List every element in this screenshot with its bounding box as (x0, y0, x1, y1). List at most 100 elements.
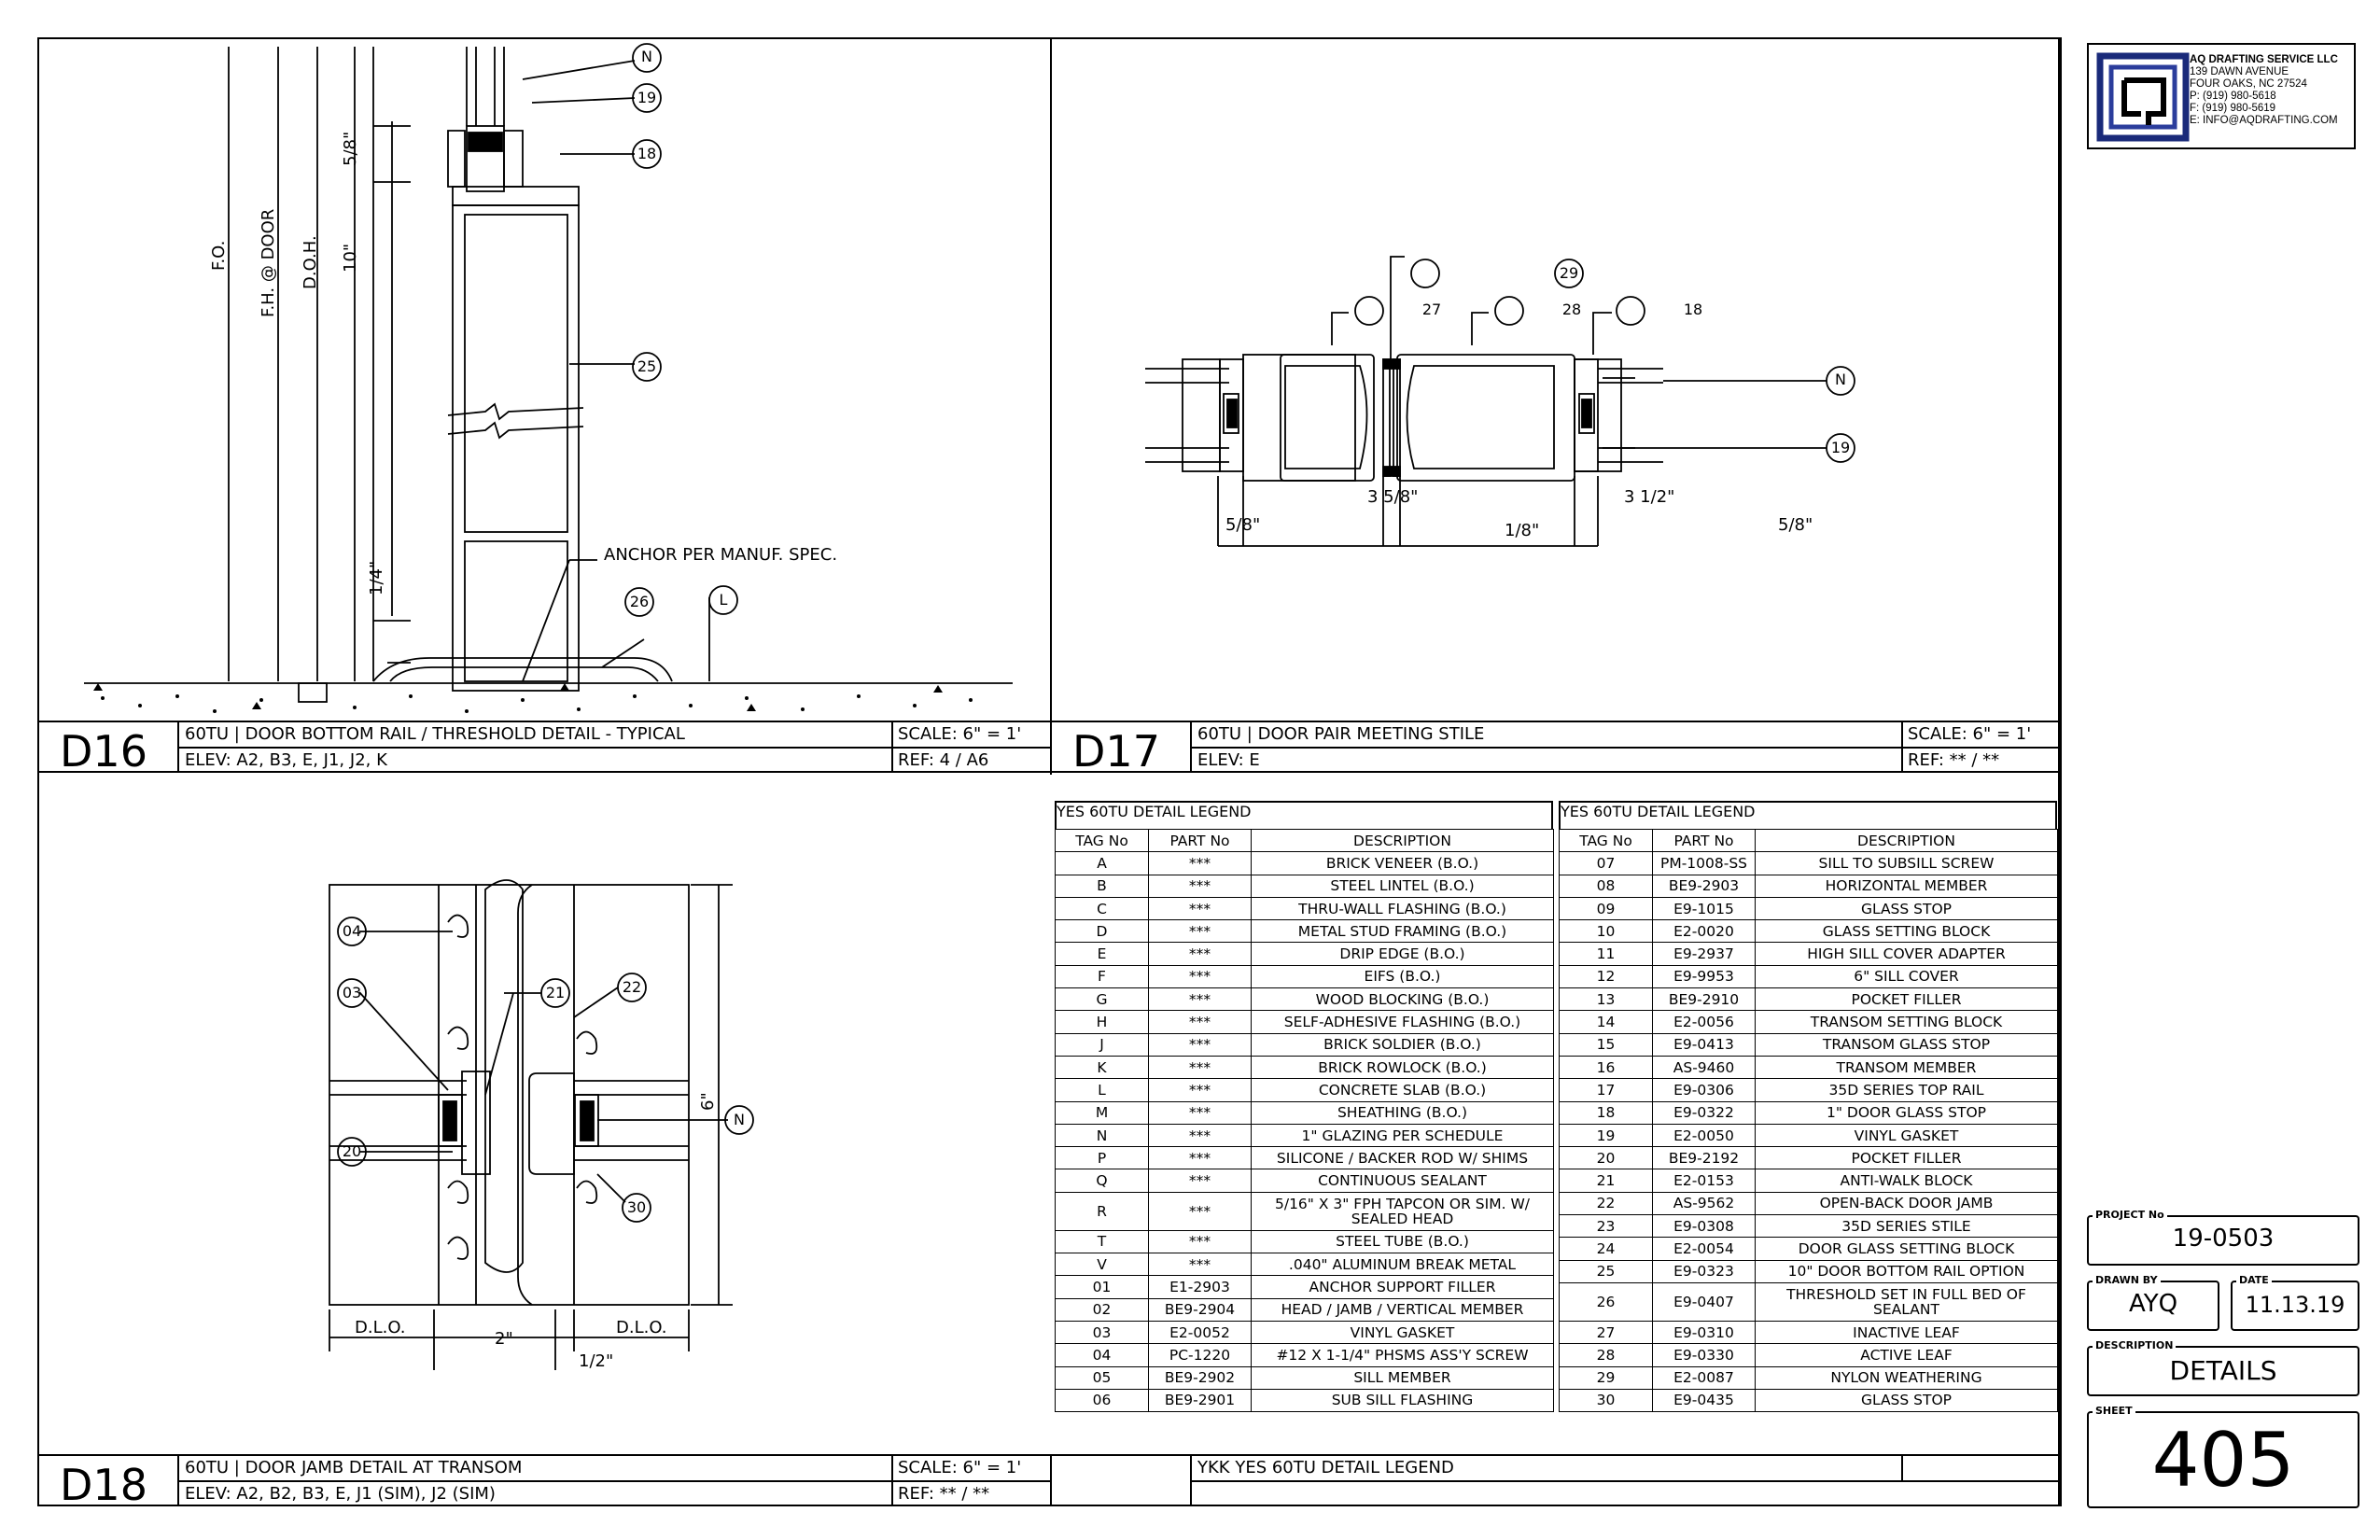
legend-desc-cell: BRICK ROWLOCK (B.O.) (1251, 1055, 1554, 1080)
legend-tag-cell: 16 (1559, 1055, 1653, 1080)
d16-dim-14: 1/4" (367, 560, 386, 595)
legend-tag-cell: 27 (1559, 1320, 1653, 1345)
d17-titlebar: D17 60TU | DOOR PAIR MEETING STILE ELEV:… (1052, 721, 2060, 777)
legend-part-cell: *** (1148, 1032, 1252, 1057)
legend-desc-cell: HIGH SILL COVER ADAPTER (1755, 942, 2058, 966)
legend-tag-cell: J (1055, 1032, 1149, 1057)
d16-dim-fh: F.H. @ DOOR (259, 208, 278, 317)
legend-row: A***BRICK VENEER (B.O.) (1055, 851, 1554, 875)
legend-desc-cell: WOOD BLOCKING (B.O.) (1251, 987, 1554, 1012)
legend-desc-cell: ANCHOR SUPPORT FILLER (1251, 1275, 1554, 1299)
d16-ref: REF: 4 / A6 (898, 750, 989, 770)
legend-desc-cell: BRICK VENEER (B.O.) (1251, 851, 1554, 875)
vertical-divider (1050, 37, 1052, 775)
legend-row: B***STEEL LINTEL (B.O.) (1055, 874, 1554, 898)
legend-part-cell: *** (1148, 919, 1252, 944)
legend-part-cell: BE9-2903 (1652, 874, 1756, 898)
legend-part-cell: E9-0407 (1652, 1281, 1756, 1322)
legend-header-tag: TAG No (1055, 828, 1149, 853)
legend-desc-cell: EIFS (B.O.) (1251, 964, 1554, 989)
legend-tag-cell: Q (1055, 1169, 1149, 1193)
d16-id: D16 (60, 726, 147, 777)
legend-tag-cell: G (1055, 987, 1149, 1012)
d16-tag-n: N (641, 48, 652, 65)
d17-tag-29: 29 (1559, 264, 1579, 282)
legend-desc-cell: 35D SERIES TOP RAIL (1755, 1078, 2058, 1102)
legend-tag-cell: F (1055, 964, 1149, 989)
detail-d18-drawing (329, 879, 754, 1370)
d16-titlebar: D16 60TU | DOOR BOTTOM RAIL / THRESHOLD … (37, 721, 1050, 777)
legend-desc-cell: VINYL GASKET (1251, 1320, 1554, 1345)
d17-elev: ELEV: E (1197, 750, 1260, 770)
d16-tag-18: 18 (637, 145, 657, 162)
d17-ref: REF: ** / ** (1908, 750, 2000, 770)
d16-tag-l: L (719, 591, 728, 609)
legend-desc-cell: SILL MEMBER (1251, 1365, 1554, 1390)
legend-desc-cell: HORIZONTAL MEMBER (1755, 874, 2058, 898)
legend-part-cell: E2-0020 (1652, 919, 1756, 944)
legend-tag-cell: 20 (1559, 1146, 1653, 1170)
legend-desc-cell: DOOR GLASS SETTING BLOCK (1755, 1237, 2058, 1261)
legend-tag-cell: V (1055, 1253, 1149, 1277)
legend-footer-title: YKK YES 60TU DETAIL LEGEND (1197, 1458, 1454, 1477)
legend-part-cell: *** (1148, 1078, 1252, 1102)
legend-part-cell: PC-1220 (1148, 1343, 1252, 1367)
legend-row: E***DRIP EDGE (B.O.) (1055, 942, 1554, 966)
legend-tag-cell: H (1055, 1010, 1149, 1034)
sheet-number: 405 (2151, 1417, 2295, 1504)
legend-part-cell: E9-0413 (1652, 1032, 1756, 1057)
legend-tag-cell: 06 (1055, 1388, 1149, 1413)
legend-desc-cell: 5/16" X 3" FPH TAPCON OR SIM. W/ SEALED … (1251, 1191, 1554, 1231)
legend-part-cell: PM-1008-SS (1652, 851, 1756, 875)
legend-tag-cell: 15 (1559, 1032, 1653, 1057)
d17-tag-28: 28 (1561, 301, 1582, 318)
legend-tag-cell: 23 (1559, 1214, 1653, 1239)
legend-part-cell: *** (1148, 1055, 1252, 1080)
d16-title: 60TU | DOOR BOTTOM RAIL / THRESHOLD DETA… (185, 724, 685, 744)
legend-row: V***.040" ALUMINUM BREAK METAL (1055, 1253, 1554, 1277)
drawn-by-box: DRAWN BY AYQ (2087, 1274, 2219, 1331)
d18-id: D18 (60, 1460, 147, 1510)
legend-part-cell: *** (1148, 1100, 1252, 1125)
legend-desc-cell: GLASS STOP (1755, 896, 2058, 921)
d16-tag-25: 25 (637, 357, 657, 375)
d16-dim-doh: D.O.H. (301, 235, 320, 289)
legend-footer: YKK YES 60TU DETAIL LEGEND (1052, 1454, 2060, 1506)
legend-part-cell: *** (1148, 851, 1252, 875)
d18-dim-w: 2" (495, 1329, 513, 1349)
legend-desc-cell: SHEATHING (B.O.) (1251, 1100, 1554, 1125)
legend-part-cell: *** (1148, 987, 1252, 1012)
legend-row: F***EIFS (B.O.) (1055, 964, 1554, 989)
d18-left-divider (1050, 1454, 1052, 1506)
d16-tag-19: 19 (637, 89, 657, 106)
legend-desc-cell: ACTIVE LEAF (1755, 1343, 2058, 1367)
legend-desc-cell: ANTI-WALK BLOCK (1755, 1169, 2058, 1193)
legend-tag-cell: 25 (1559, 1259, 1653, 1283)
legend-part-cell: BE9-2902 (1148, 1365, 1252, 1390)
company-fax: F: (919) 980-5619 (2190, 103, 2276, 114)
drawn-by: AYQ (2128, 1290, 2178, 1318)
legend-desc-cell: TRANSOM GLASS STOP (1755, 1032, 2058, 1057)
legend-part-cell: BE9-2901 (1148, 1388, 1252, 1413)
legend-part-cell: BE9-2910 (1652, 987, 1756, 1012)
legend-desc-cell: GLASS STOP (1755, 1388, 2058, 1413)
legend-part-cell: BE9-2904 (1148, 1297, 1252, 1322)
legend-desc-cell: HEAD / JAMB / VERTICAL MEMBER (1251, 1297, 1554, 1322)
legend-tag-cell: 26 (1559, 1281, 1653, 1322)
d16-tag-26: 26 (629, 593, 650, 610)
legend-right-header-row: TAG No PART No DESCRIPTION (1559, 828, 2058, 853)
company-name: AQ DRAFTING SERVICE LLC (2190, 54, 2338, 65)
